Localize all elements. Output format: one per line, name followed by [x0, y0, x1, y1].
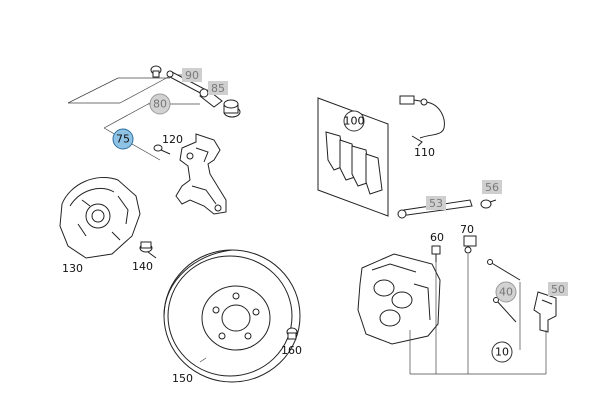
- leader-lines-10: [409, 254, 547, 375]
- cap-56: [480, 199, 497, 209]
- callout-100[interactable]: 100: [343, 110, 365, 132]
- bleeder-valve: [431, 245, 441, 262]
- callout-56-label: 56: [485, 181, 499, 194]
- callout-150-label: 150: [172, 372, 193, 385]
- guide-pin-long: [166, 70, 211, 97]
- callout-140[interactable]: 140: [132, 260, 153, 273]
- callout-90-label: 90: [185, 69, 199, 82]
- callout-60[interactable]: 60: [430, 231, 444, 244]
- caliper-carrier: [175, 133, 227, 215]
- guide-bolt-small: [150, 65, 162, 78]
- bolt-140: [139, 241, 157, 259]
- leader-lines-top-left: [67, 74, 200, 161]
- callout-75-label: 75: [116, 133, 130, 146]
- callout-130-label: 130: [62, 262, 83, 275]
- callout-50[interactable]: 50: [548, 282, 568, 296]
- callout-85[interactable]: 85: [208, 81, 228, 95]
- wear-sensor: [399, 95, 445, 147]
- callout-110-label: 110: [414, 146, 435, 159]
- callout-40[interactable]: 40: [495, 281, 517, 303]
- anti-rattle-clip: [533, 291, 557, 333]
- callout-140-label: 140: [132, 260, 153, 273]
- screw-120: [153, 144, 171, 155]
- callout-100-label: 100: [344, 115, 365, 128]
- callout-60-label: 60: [430, 231, 444, 244]
- callout-160[interactable]: 160: [281, 344, 302, 357]
- callout-53-label: 53: [429, 197, 443, 210]
- retaining-pin: [487, 259, 521, 323]
- callout-80[interactable]: 80: [149, 93, 171, 115]
- screw-160: [286, 327, 298, 340]
- callout-10[interactable]: 10: [491, 341, 513, 363]
- callout-70-label: 70: [460, 223, 474, 236]
- callout-70[interactable]: 70: [460, 223, 474, 236]
- callout-53[interactable]: 53: [426, 196, 446, 210]
- callout-75[interactable]: 75: [112, 128, 134, 150]
- fitting-70: [463, 235, 477, 254]
- callout-85-label: 85: [211, 82, 225, 95]
- callout-80-label: 80: [153, 98, 167, 111]
- callout-56[interactable]: 56: [482, 180, 502, 194]
- bushing: [223, 99, 241, 118]
- callout-40-label: 40: [499, 286, 513, 299]
- brake-disc: [163, 249, 301, 383]
- brake-dust-shield: [59, 176, 141, 259]
- callout-120[interactable]: 120: [162, 133, 183, 146]
- callout-150[interactable]: 150: [172, 372, 193, 385]
- callout-130[interactable]: 130: [62, 262, 83, 275]
- callout-90[interactable]: 90: [182, 68, 202, 82]
- callout-110[interactable]: 110: [414, 146, 435, 159]
- brake-caliper: [357, 253, 441, 345]
- callout-50-label: 50: [551, 283, 565, 296]
- callout-160-label: 160: [281, 344, 302, 357]
- callout-120-label: 120: [162, 133, 183, 146]
- brake-pad-set: [317, 97, 389, 217]
- callout-10-label: 10: [495, 346, 509, 359]
